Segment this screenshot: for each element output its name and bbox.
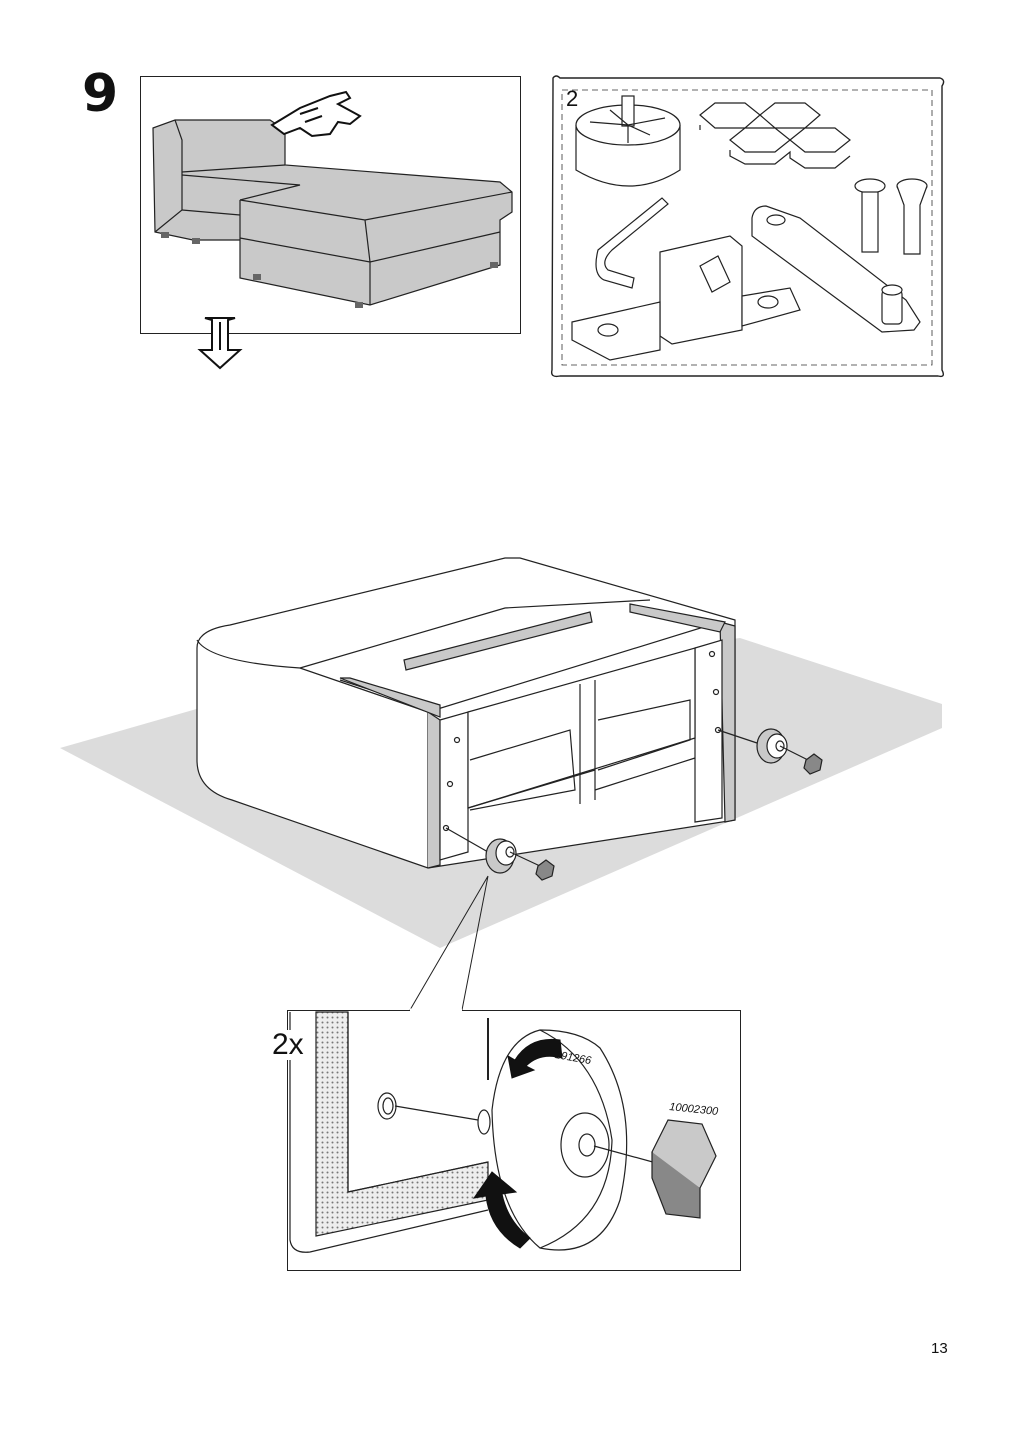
hex-pad-detail [651, 1119, 717, 1219]
frame-corner-detail [289, 1011, 489, 1253]
page-number: 13 [931, 1340, 948, 1357]
pointing-hand-icon [270, 90, 362, 138]
flip-arrow-icon [197, 317, 243, 370]
sofa-illustration [152, 119, 513, 306]
overview-frame [140, 76, 521, 334]
bracket-part [571, 235, 801, 361]
detail-quantity: 2x [270, 1028, 306, 1061]
threaded-insert [377, 1092, 479, 1121]
seat-module [196, 557, 736, 869]
step-number: 9 [82, 64, 119, 124]
hex-pad-sheet [699, 102, 851, 169]
leg-assembly-front [445, 827, 555, 881]
leg-part [575, 95, 681, 187]
leg-detail [477, 1029, 661, 1251]
parts-count: 2 [566, 86, 579, 111]
rotate-arrow-icon [472, 1038, 563, 1249]
leg-assembly-back [717, 728, 823, 775]
screw-parts [854, 178, 928, 255]
long-plate-part [751, 205, 921, 333]
sofa-feet [161, 232, 498, 308]
allen-key-part [595, 197, 669, 289]
zoom-callout [409, 875, 489, 1011]
